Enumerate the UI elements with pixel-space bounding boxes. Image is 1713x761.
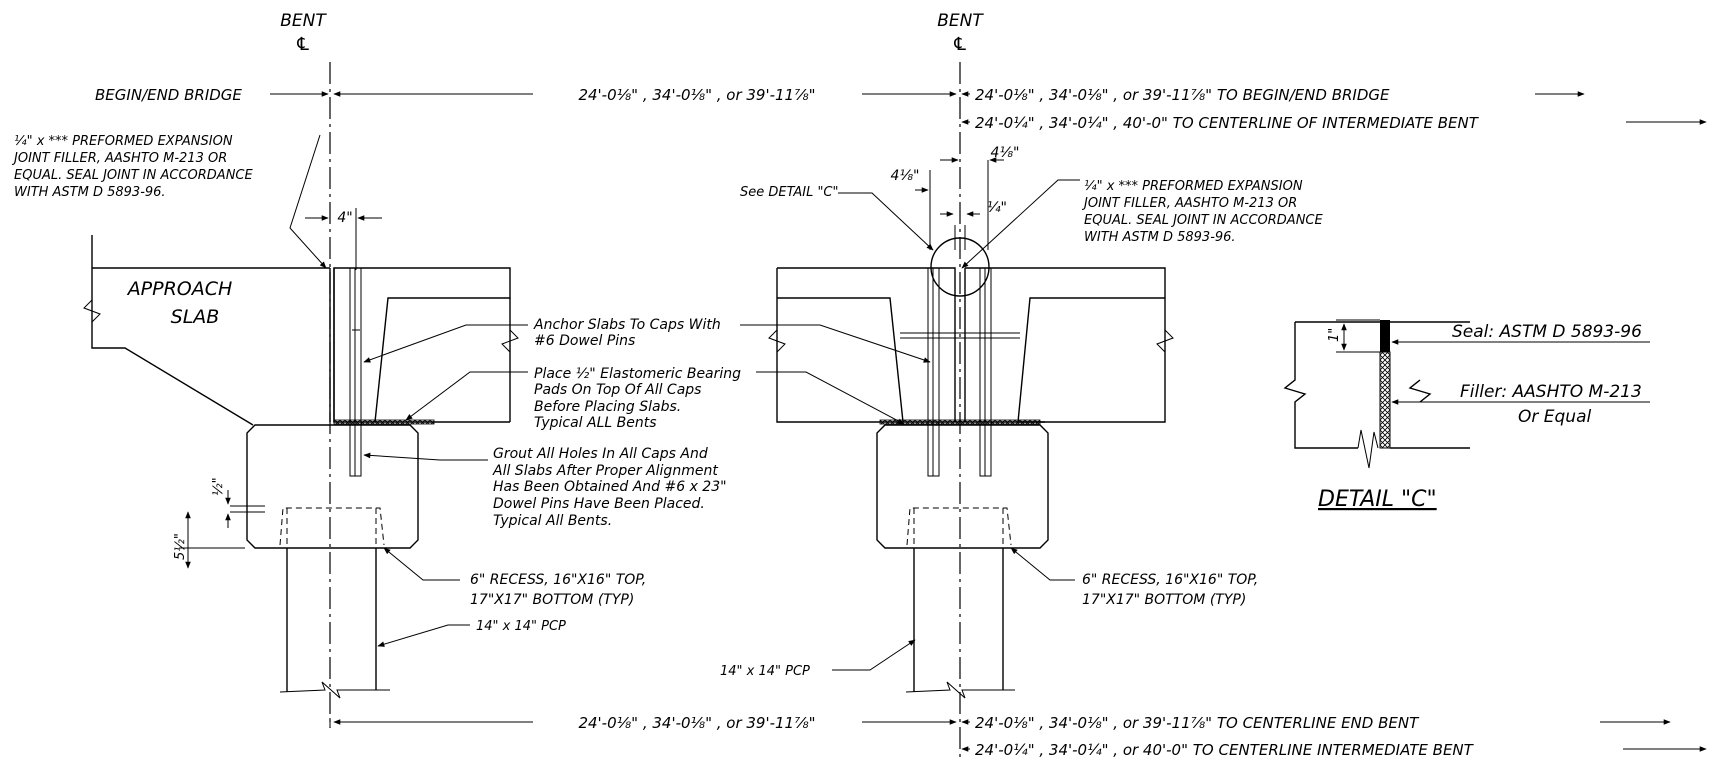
svg-text:¼" x *** PREFORMED EXPANSION: ¼" x *** PREFORMED EXPANSION bbox=[14, 134, 233, 149]
right-recess-leader bbox=[1010, 547, 1075, 581]
detail-c-title: DETAIL "C" bbox=[1318, 487, 1437, 512]
right-pile-recess bbox=[906, 507, 1012, 546]
detail-c-1in-label: 1" bbox=[1327, 328, 1342, 342]
right-bent-cap bbox=[876, 424, 1049, 549]
svg-text:JOINT FILLER, AASHTO M-213 OR: JOINT FILLER, AASHTO M-213 OR bbox=[1081, 196, 1297, 211]
anchor-leader-right bbox=[740, 324, 931, 363]
svg-text:Has Been Obtained And #6 x 23": Has Been Obtained And #6 x 23" bbox=[493, 479, 727, 495]
grout-note: Grout All Holes In All Caps And All Slab… bbox=[492, 446, 727, 529]
grout-leader bbox=[363, 452, 488, 461]
right-pcp-leader bbox=[832, 639, 916, 671]
svg-text:Pads On Top Of All Caps: Pads On Top Of All Caps bbox=[534, 382, 701, 398]
svg-text:Before Placing Slabs.: Before Placing Slabs. bbox=[534, 399, 681, 415]
svg-text:Typical All Bents.: Typical All Bents. bbox=[493, 513, 612, 529]
svg-text:Anchor Slabs To Caps With: Anchor Slabs To Caps With bbox=[533, 317, 721, 333]
detail-c-filler-label-2: Or Equal bbox=[1518, 407, 1591, 427]
svg-text:¼" x *** PREFORMED EXPANSION: ¼" x *** PREFORMED EXPANSION bbox=[1084, 179, 1303, 194]
right-span-slab-right bbox=[964, 267, 1166, 423]
right-filler-leader bbox=[961, 179, 1080, 269]
right-recess-note-2: 17"X17" BOTTOM (TYP) bbox=[1082, 592, 1246, 608]
approach-slab bbox=[91, 235, 254, 426]
left-pcp-label: 14" x 14" PCP bbox=[476, 619, 566, 634]
right-bearing-pad bbox=[879, 419, 1041, 425]
right-filler-note: ¼" x *** PREFORMED EXPANSION JOINT FILLE… bbox=[1081, 179, 1324, 245]
svg-text:Typical ALL Bents: Typical ALL Bents bbox=[534, 415, 657, 431]
left-bent-title: BENT bbox=[280, 11, 327, 31]
approach-slab-label-1: APPROACH bbox=[126, 278, 233, 300]
left-span-slab bbox=[333, 267, 511, 423]
svg-text:Place ½" Elastomeric Bearing: Place ½" Elastomeric Bearing bbox=[534, 366, 741, 382]
bottom-right-intermediate-dim: 24'-0¼" , 34'-0¼" , or 40'-0" TO CENTERL… bbox=[975, 741, 1475, 759]
left-bent-cap bbox=[246, 424, 419, 549]
top-left-span-dim: 24'-0⅛" , 34'-0⅛" , or 39'-11⅞" bbox=[578, 86, 815, 104]
right-bent-title: BENT bbox=[937, 11, 984, 31]
left-pcp-leader bbox=[377, 624, 470, 647]
left-recess-note-2: 17"X17" BOTTOM (TYP) bbox=[470, 592, 634, 608]
svg-text:EQUAL. SEAL JOINT IN ACCORDANC: EQUAL. SEAL JOINT IN ACCORDANCE bbox=[14, 168, 254, 183]
detail-c: 1" bbox=[1283, 319, 1470, 469]
right-dim-4eighth-left: 4⅛" bbox=[891, 168, 920, 184]
left-5half-dim: 5½" bbox=[173, 533, 188, 560]
top-right-bridge-dim: 24'-0⅛" , 34'-0⅛" , or 39'-11⅞" TO BEGIN… bbox=[975, 86, 1390, 104]
left-filler-leader bbox=[289, 134, 327, 269]
see-detail-c-label: See DETAIL "C" bbox=[740, 185, 839, 200]
svg-text:Dowel Pins Have Been Placed.: Dowel Pins Have Been Placed. bbox=[493, 496, 705, 512]
svg-text:#6 Dowel Pins: #6 Dowel Pins bbox=[534, 333, 635, 349]
svg-text:WITH ASTM D 5893-96.: WITH ASTM D 5893-96. bbox=[1084, 230, 1236, 245]
right-recess-note-1: 6" RECESS, 16"X16" TOP, bbox=[1082, 572, 1258, 588]
bearing-leader-left bbox=[405, 371, 528, 421]
left-filler-note: ¼" x *** PREFORMED EXPANSION JOINT FILLE… bbox=[11, 134, 254, 200]
right-bent-centerline-symbol: ℄ bbox=[952, 34, 968, 55]
left-recess-note-1: 6" RECESS, 16"X16" TOP, bbox=[470, 572, 646, 588]
approach-slab-label-2: SLAB bbox=[171, 306, 220, 328]
svg-text:WITH ASTM D 5893-96.: WITH ASTM D 5893-96. bbox=[14, 185, 166, 200]
left-pile-recess bbox=[279, 507, 385, 546]
right-dim-quarter: ¼" bbox=[987, 200, 1007, 216]
detail-c-seal-label: Seal: ASTM D 5893-96 bbox=[1452, 322, 1642, 342]
right-pcp-label: 14" x 14" PCP bbox=[720, 664, 810, 679]
begin-end-bridge-label: BEGIN/END BRIDGE bbox=[95, 86, 242, 104]
bottom-right-end-dim: 24'-0⅛" , 34'-0⅛" , or 39'-11⅞" TO CENTE… bbox=[975, 714, 1420, 732]
detail-c-filler-label-1: Filler: AASHTO M-213 bbox=[1460, 382, 1642, 402]
detail-c-seal bbox=[1380, 320, 1390, 352]
right-dim-4eighth-right: 4⅛" bbox=[991, 145, 1020, 161]
svg-text:All Slabs After Proper Alignme: All Slabs After Proper Alignment bbox=[492, 463, 718, 479]
left-half-dim: ½" bbox=[211, 477, 226, 496]
bottom-left-span-dim: 24'-0⅛" , 34'-0⅛" , or 39'-11⅞" bbox=[578, 714, 815, 732]
top-right-intermediate-dim: 24'-0¼" , 34'-0¼" , 40'-0" TO CENTERLINE… bbox=[975, 114, 1480, 132]
svg-text:EQUAL. SEAL JOINT IN ACCORDANC: EQUAL. SEAL JOINT IN ACCORDANCE bbox=[1084, 213, 1324, 228]
svg-text:Grout All Holes In All Caps An: Grout All Holes In All Caps And bbox=[493, 446, 708, 462]
left-bearing-pad bbox=[333, 419, 435, 425]
bearing-note: Place ½" Elastomeric Bearing Pads On Top… bbox=[534, 366, 741, 431]
left-4in-dim: 4" bbox=[337, 210, 352, 226]
detail-c-callout-circle bbox=[930, 237, 990, 297]
detail-c-filler bbox=[1379, 351, 1391, 449]
right-span-slab-left bbox=[776, 267, 1045, 423]
left-bent-centerline-symbol: ℄ bbox=[295, 34, 311, 55]
svg-text:JOINT FILLER, AASHTO M-213 OR: JOINT FILLER, AASHTO M-213 OR bbox=[11, 151, 227, 166]
bearing-leader-right bbox=[756, 371, 905, 425]
see-detail-c-leader bbox=[838, 192, 934, 251]
anchor-leader-left bbox=[363, 324, 528, 363]
anchor-note: Anchor Slabs To Caps With #6 Dowel Pins bbox=[533, 317, 721, 349]
left-recess-leader bbox=[383, 547, 460, 581]
